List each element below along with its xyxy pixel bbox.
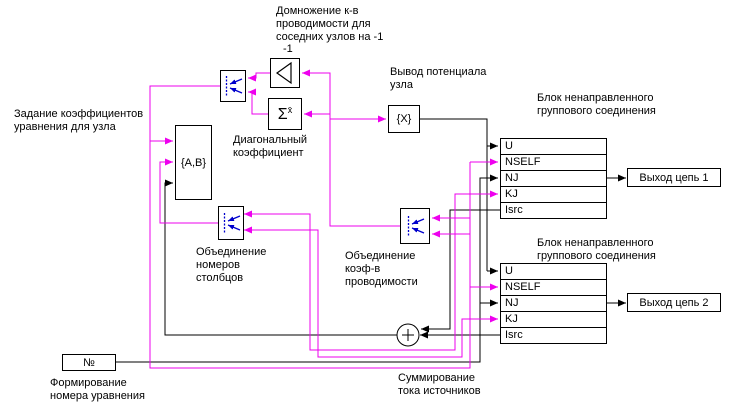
sigma-xbar-icon: Σx̄ bbox=[278, 105, 292, 124]
annotation-line: группового соединения bbox=[537, 250, 656, 262]
annotation-line: столбцов bbox=[196, 272, 244, 284]
annotation-line: коэф-в bbox=[345, 263, 381, 275]
annotation-line: Домножение к-в bbox=[276, 5, 359, 17]
output-circuit-2-block[interactable]: Выход цепь 2 bbox=[627, 293, 721, 312]
annotation-line: номеров bbox=[196, 259, 240, 271]
port-isrc: Isrc bbox=[501, 202, 606, 218]
annotation-line: соседних узлов на -1 bbox=[276, 31, 384, 43]
annotation-line: Блок ненаправленного bbox=[537, 237, 654, 249]
annotation-sum-currents-note: Суммирование тока источников bbox=[398, 372, 481, 398]
annotation-group1-title: Блок ненаправленного группового соединен… bbox=[537, 92, 656, 118]
equation-number-block[interactable]: № bbox=[62, 354, 116, 371]
merge-block-conductivity[interactable] bbox=[400, 208, 430, 244]
annotation-line: Суммирование bbox=[398, 372, 475, 384]
sum-junction-block[interactable] bbox=[396, 323, 420, 347]
port-isrc: Isrc bbox=[501, 327, 606, 343]
output-circuit-1-label: Выход цепь 1 bbox=[639, 171, 709, 184]
port-kj: KJ bbox=[501, 186, 606, 202]
gain-triangle-icon bbox=[275, 61, 292, 85]
potential-display-label: {X} bbox=[396, 113, 412, 125]
port-nself: NSELF bbox=[501, 154, 606, 170]
port-nj: NJ bbox=[501, 170, 606, 186]
mux-merge-icon bbox=[225, 76, 243, 96]
annotation-line: проводимости bbox=[345, 276, 418, 288]
merge-block-columns[interactable] bbox=[218, 206, 244, 240]
port-u: U bbox=[505, 140, 513, 152]
equation-number-label: № bbox=[83, 356, 95, 369]
annotation-line: Объединение bbox=[345, 250, 416, 262]
output-circuit-2-label: Выход цепь 2 bbox=[639, 296, 709, 309]
annotation-line: проводимости для bbox=[276, 18, 371, 30]
gain-block[interactable] bbox=[270, 58, 300, 88]
output-circuit-1-block[interactable]: Выход цепь 1 bbox=[627, 168, 721, 187]
bus-wires bbox=[149, 69, 498, 369]
merge-block-1[interactable] bbox=[220, 70, 246, 102]
annotation-merge-cols-note: Объединение номеров столбцов bbox=[196, 246, 266, 285]
sigma-glyph: Σ bbox=[277, 105, 288, 123]
port-u: U bbox=[505, 265, 513, 277]
annotation-line: Вывод потенциала bbox=[390, 66, 487, 78]
annotation-line: коэффициент bbox=[233, 147, 304, 159]
port-nj: NJ bbox=[501, 295, 606, 311]
annotation-diag-note: Диагональный коэффициент bbox=[233, 134, 307, 160]
annotation-line: Задание коэффициентов bbox=[14, 108, 144, 120]
annotation-line: группового соединения bbox=[537, 105, 656, 117]
annotation-group2-title: Блок ненаправленного группового соединен… bbox=[537, 237, 656, 263]
group-connection-block-1[interactable]: U NSELF NJ KJ Isrc bbox=[500, 138, 607, 219]
gain-value-label: -1 bbox=[283, 43, 293, 55]
potential-display-block[interactable]: {X} bbox=[388, 105, 420, 133]
coefficients-block-label: {A,B} bbox=[180, 156, 207, 169]
mux-merge-icon bbox=[407, 216, 425, 236]
annotation-line: тока источников bbox=[398, 385, 481, 397]
annotation-line: Блок ненаправленного bbox=[537, 92, 654, 104]
port-nself: NSELF bbox=[501, 279, 606, 295]
annotation-line: уравнения для узла bbox=[14, 121, 116, 133]
annotation-line: Объединение bbox=[196, 246, 267, 258]
annotation-line: Формирование bbox=[50, 377, 127, 389]
annotation-merge-cond-note: Объединение коэф-в проводимости bbox=[345, 250, 418, 289]
mux-merge-icon bbox=[223, 213, 241, 233]
xbar-glyph: x̄ bbox=[287, 104, 293, 115]
port-kj: KJ bbox=[501, 311, 606, 327]
annotation-eq-number-note: Формирование номера уравнения bbox=[50, 377, 145, 403]
group-connection-block-2[interactable]: U NSELF NJ KJ Isrc bbox=[500, 263, 607, 344]
annotation-potential-note: Вывод потенциала узла bbox=[390, 66, 486, 92]
annotation-line: узла bbox=[390, 79, 413, 91]
annotation-line: Диагональный bbox=[233, 134, 308, 146]
annotation-gain-note: Домножение к-в проводимости для соседних… bbox=[276, 5, 383, 44]
diagonal-coefficient-block[interactable]: Σx̄ bbox=[268, 98, 302, 130]
annotation-line: номера уравнения bbox=[50, 390, 145, 402]
coefficients-block[interactable]: {A,B} bbox=[175, 125, 212, 200]
annotation-coeff-note: Задание коэффициентов уравнения для узла bbox=[14, 108, 143, 134]
